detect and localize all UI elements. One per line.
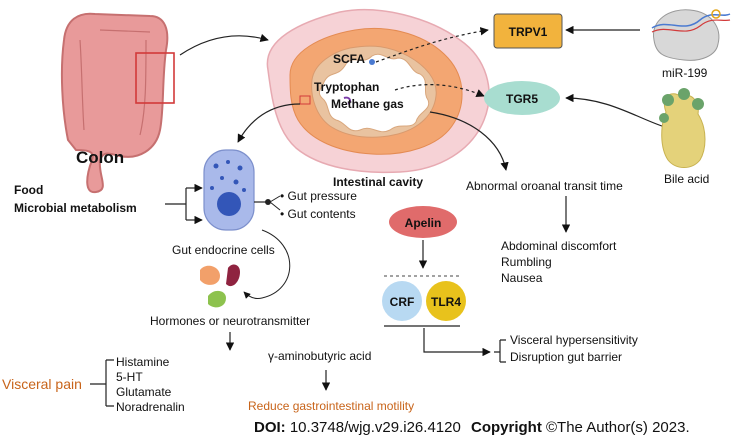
arrow-tryptophan-to-tgr5 (394, 84, 485, 98)
gaba-label: γ-aminobutyric acid (268, 349, 371, 363)
symptom-1: Abdominal discomfort (501, 239, 617, 253)
crf-circle (382, 281, 422, 321)
endocrine-cell-illustration (203, 149, 281, 231)
footer-doi: DOI: 10.3748/wjg.v29.i26.4120 Copyright … (254, 419, 690, 436)
bracket-pain-mediators (90, 359, 114, 407)
symptom-2: Rumbling (501, 255, 552, 269)
effect-barrier: Disruption gut barrier (510, 350, 622, 364)
stimulus-contents: • Gut contents (280, 207, 356, 221)
tgr5-ellipse (484, 81, 560, 115)
tryptophan-label: Tryptophan (314, 80, 379, 94)
tlr4-circle (426, 281, 466, 321)
bracket-effects (494, 339, 506, 363)
arrow-intestine-to-cell (237, 103, 301, 143)
colon-highlight-box (135, 52, 175, 104)
mediator-5ht: 5-HT (116, 370, 143, 384)
scfa-label: SCFA (333, 52, 365, 66)
mediator-noradrenalin: Noradrenalin (116, 400, 185, 414)
connector-to-effects (423, 328, 491, 357)
endocrine-cells-label: Gut endocrine cells (172, 243, 275, 257)
arrow-intestine-to-transit (429, 111, 509, 171)
food-label: Food (14, 183, 43, 197)
tlr4-label: TLR4 (431, 295, 461, 309)
trpv1-box (493, 13, 563, 49)
bracket-inputs-to-cell (165, 188, 187, 220)
effect-hypersensitivity: Visceral hypersensitivity (510, 333, 638, 347)
arrow-bile-to-tgr5 (565, 93, 669, 129)
methane-label: Methane gas (331, 97, 404, 111)
trpv1-label: TRPV1 (509, 25, 548, 39)
transit-label: Abnormal oroanal transit time (466, 179, 623, 193)
bile-acid-illustration (659, 88, 706, 168)
apelin-label: Apelin (405, 216, 442, 230)
hormone-particles (200, 264, 240, 308)
apelin-ellipse (389, 206, 457, 238)
visceral-pain-label: Visceral pain (2, 376, 82, 392)
motility-label: Reduce gastrointestinal motility (248, 399, 414, 413)
tgr5-label: TGR5 (506, 92, 538, 106)
stimulus-pressure: • Gut pressure (280, 189, 357, 203)
intestine-cross-section (266, 9, 490, 174)
mediator-histamine: Histamine (116, 355, 170, 369)
arrow-colon-to-intestine (179, 33, 269, 56)
feedback-loop-arrow (243, 229, 291, 299)
microbial-label: Microbial metabolism (14, 201, 137, 215)
mir199-illustration (651, 9, 731, 61)
colon-illustration (60, 12, 175, 194)
hormones-label: Hormones or neurotransmitter (150, 314, 310, 328)
symptom-3: Nausea (501, 271, 543, 285)
mediator-glutamate: Glutamate (116, 385, 172, 399)
bile-acid-label: Bile acid (664, 172, 709, 186)
crf-label: CRF (390, 295, 415, 309)
mir199-label: miR-199 (662, 66, 708, 80)
colon-label: Colon (76, 148, 124, 167)
intestinal-cavity-label: Intestinal cavity (333, 175, 423, 189)
